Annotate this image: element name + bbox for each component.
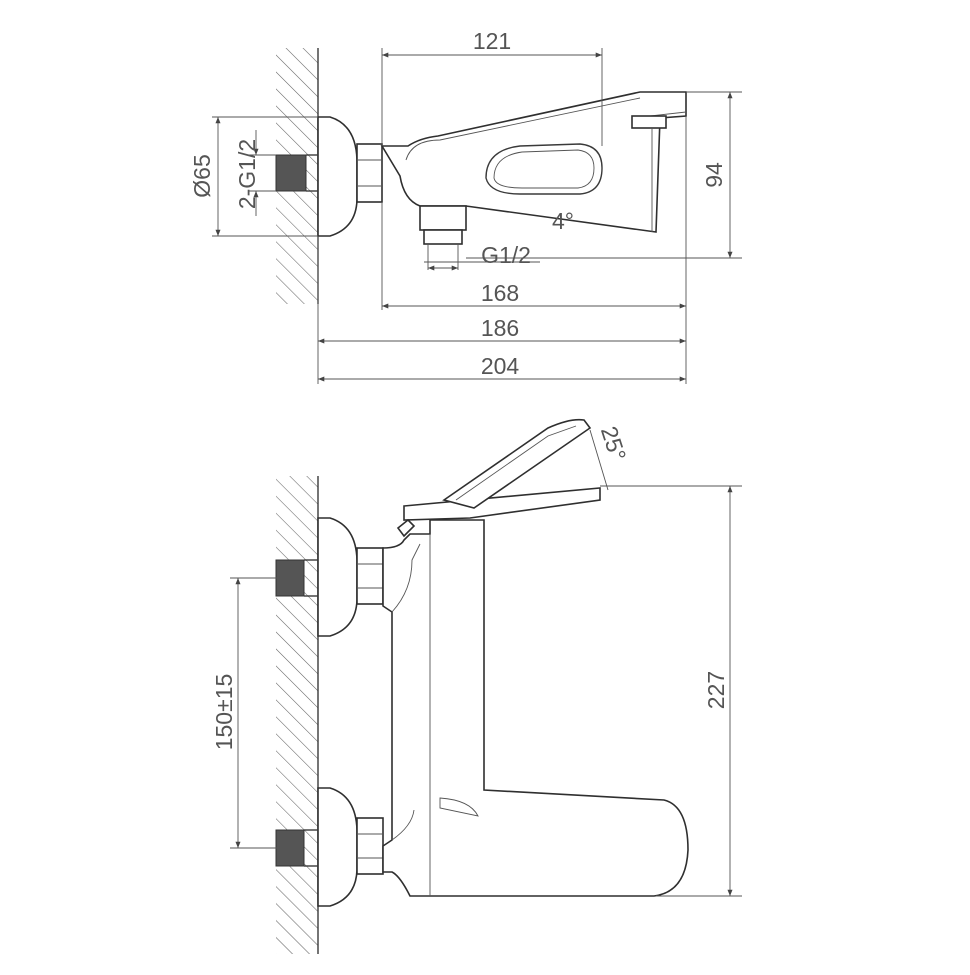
lever-loop-top — [485, 143, 603, 195]
upper-flange-front — [317, 517, 358, 637]
bottom-outlet-top — [419, 205, 467, 231]
dim-spout-angle-label: 4° — [552, 208, 574, 234]
dim-168-label: 168 — [481, 280, 519, 306]
wall-hatch-front — [276, 476, 319, 954]
dim-121-label: 121 — [473, 28, 511, 54]
upper-nut-front — [356, 547, 384, 605]
dim-186-label: 186 — [481, 315, 519, 341]
inlet-pipe-top — [275, 154, 307, 192]
dim-lever-angle-label: 25° — [596, 423, 631, 464]
dim-204-label: 204 — [481, 353, 520, 379]
mixer-body-front — [382, 519, 689, 897]
wall-flange-top — [317, 116, 358, 237]
top-view: 121 94 Ø65 2-G1/2 4° G1/2 168 186 — [189, 28, 742, 384]
lever-arm-front — [442, 418, 592, 509]
lower-flange-front — [317, 787, 358, 907]
dim-227-label: 227 — [703, 671, 729, 709]
dim-diameter-label: Ø65 — [189, 154, 215, 197]
lower-nut-front — [356, 817, 384, 875]
mixer-body-top — [380, 91, 687, 233]
dim-94-label: 94 — [701, 162, 727, 188]
dim-centers-label: 150±15 — [211, 674, 237, 751]
dim-outlet-thread-label: G1/2 — [481, 242, 531, 268]
front-view: 25° 227 150±15 — [211, 418, 742, 954]
dim-inlet-thread-label: 2-G1/2 — [234, 139, 260, 209]
lever-handle-front — [403, 487, 601, 521]
hex-nut-top — [356, 143, 383, 203]
